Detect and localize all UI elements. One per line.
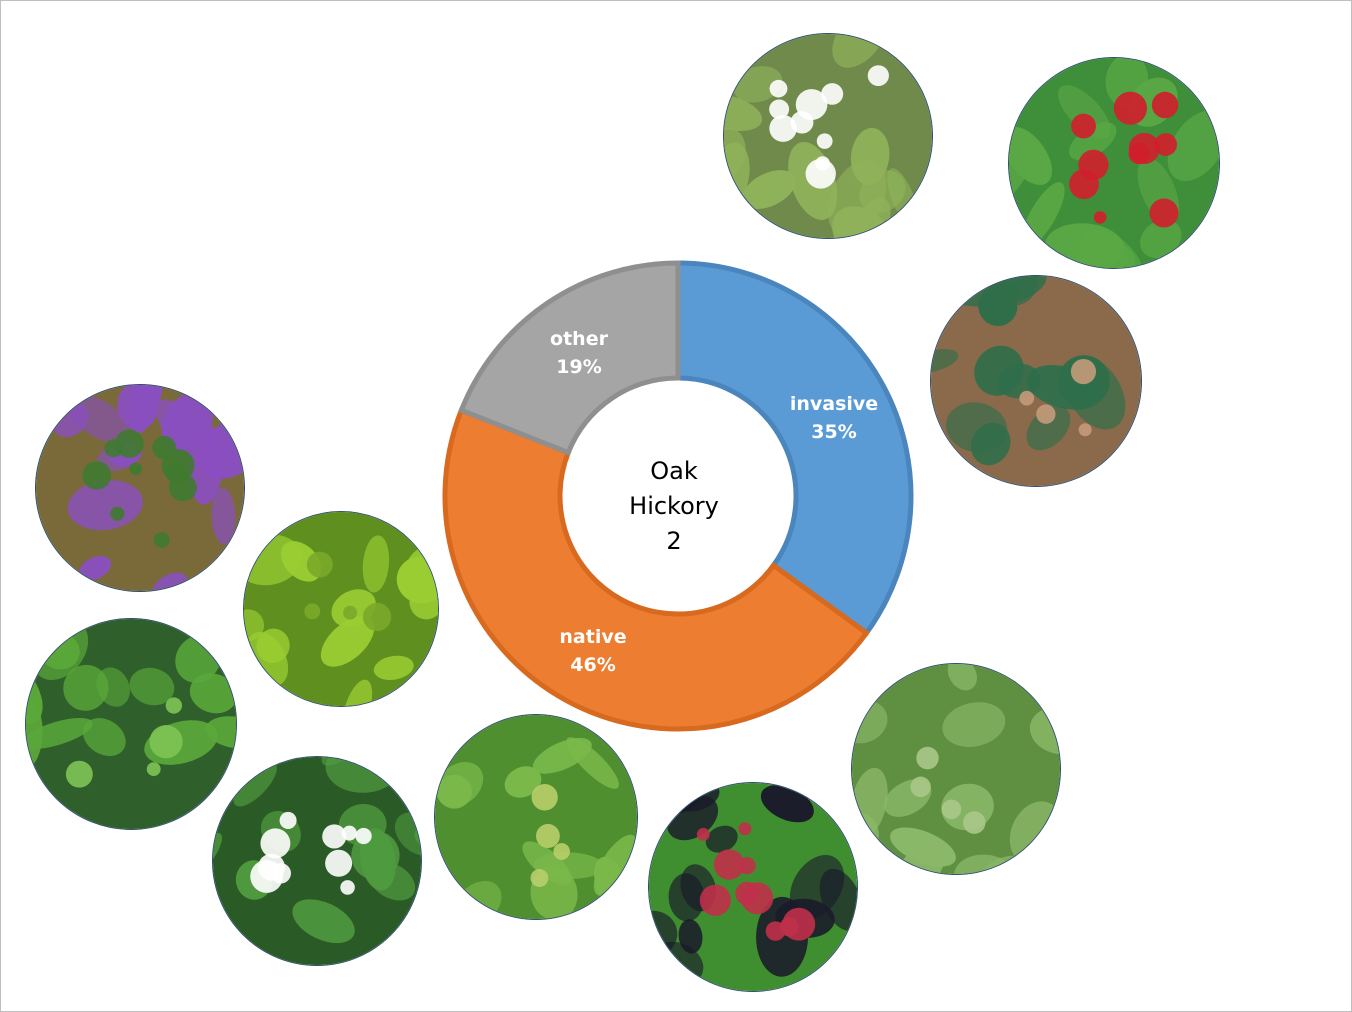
center-label-line-3: 2: [666, 527, 682, 555]
center-label-line-1: Oak: [650, 457, 698, 485]
photo-grape-vine: [434, 714, 638, 920]
photo-green-moss: [243, 511, 439, 707]
photo-violet-flowers: [35, 384, 245, 592]
slice-pct-other: 19%: [556, 356, 602, 378]
slice-native: [442, 406, 870, 732]
photo-red-berries: [1008, 57, 1220, 269]
donut-center-label: Oak Hickory 2: [594, 454, 754, 559]
slice-name-native: native: [559, 626, 627, 648]
photo-nettle-leaves: [25, 618, 237, 830]
photo-trailing-vine-leaves: [930, 275, 1142, 487]
photo-pokeweed-berries: [648, 782, 858, 992]
photo-white-flower-cluster: [212, 756, 422, 966]
slice-pct-invasive: 35%: [811, 421, 857, 443]
slice-pct-native: 46%: [570, 654, 616, 676]
photo-white-star-flowers: [723, 33, 933, 239]
photo-creeper-leaves: [851, 663, 1061, 875]
slice-other: [458, 260, 681, 456]
slice-invasive: [675, 260, 914, 637]
slice-label-other: other 19%: [519, 325, 639, 381]
center-label-line-2: Hickory: [629, 492, 719, 520]
slice-name-invasive: invasive: [789, 393, 879, 415]
slice-label-invasive: invasive 35%: [774, 390, 894, 446]
slice-label-native: native 46%: [533, 623, 653, 679]
slice-name-other: other: [550, 328, 608, 350]
